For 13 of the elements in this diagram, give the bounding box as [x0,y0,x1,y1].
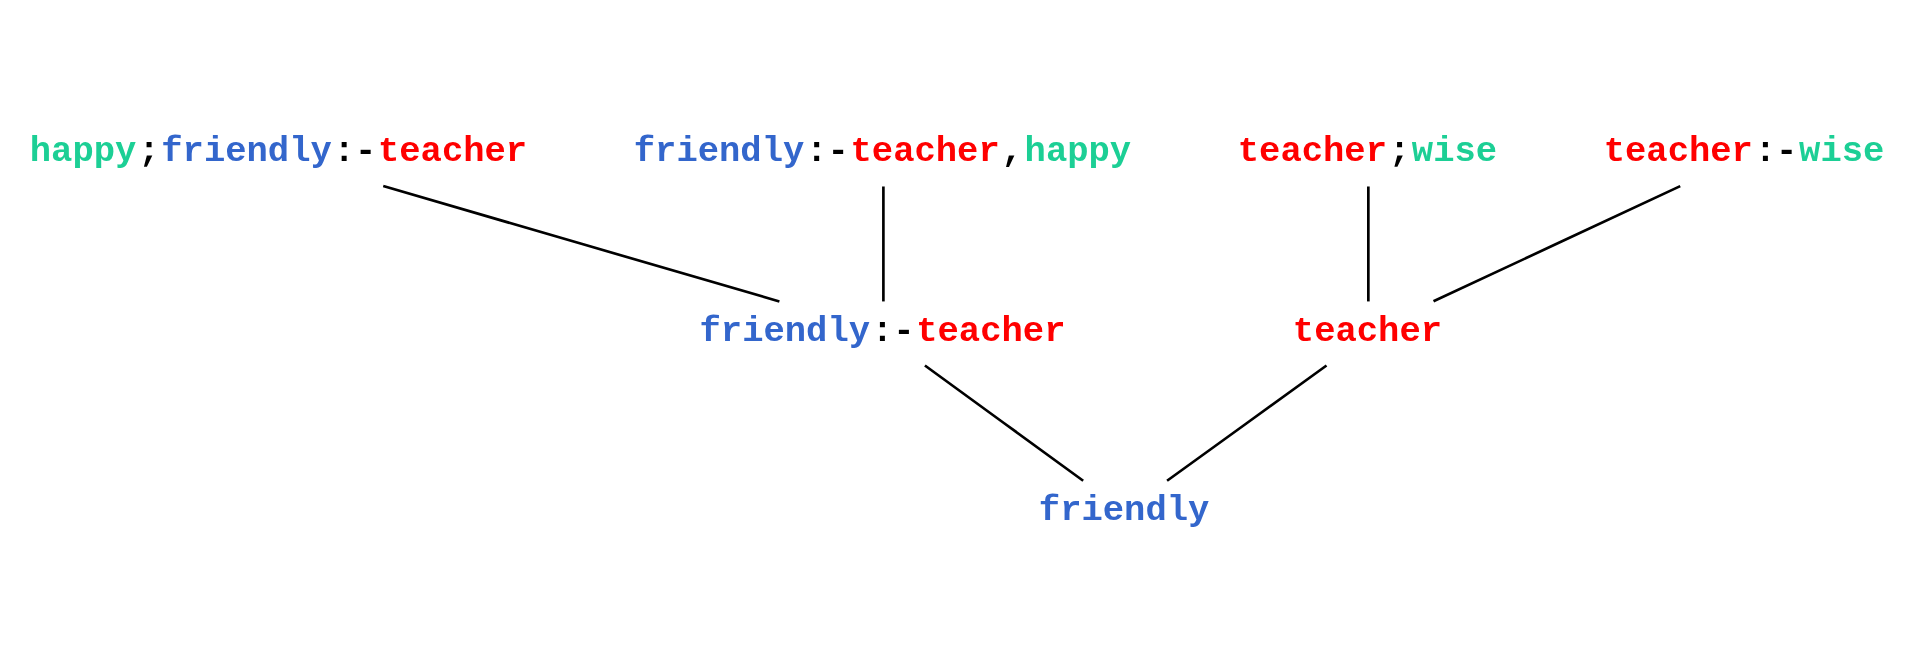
connector [1367,186,1370,302]
node-text: teacher:-wise [1603,131,1885,173]
node-text: friendly:-teacher,happy [633,131,1132,173]
connector [1166,364,1328,482]
node-text: teacher [1292,310,1443,352]
connector [382,184,780,303]
node-text: teacher;wise [1237,131,1498,173]
connector [1432,184,1681,303]
node-text: happy;friendly:-teacher [29,131,528,173]
connector [924,364,1084,482]
connector [882,186,885,302]
node-text: friendly:-teacher [699,310,1066,352]
node-text: friendly [1038,490,1210,532]
